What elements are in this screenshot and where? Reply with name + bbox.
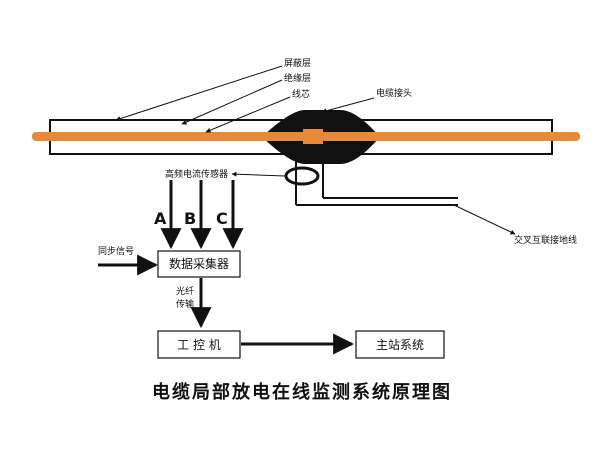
label-fiber-line1: 光纤 [176, 285, 194, 297]
data-acquisition-box [157, 250, 241, 278]
label-phase-b: B [184, 209, 196, 228]
ipc-box [157, 330, 241, 359]
label-conductor: 线芯 [292, 88, 310, 100]
label-cross-bonding-ground: 交叉互联接地线 [514, 234, 577, 246]
label-cable-joint: 电缆接头 [376, 87, 412, 99]
label-shield-layer: 屏蔽层 [284, 57, 311, 69]
label-fiber-line2: 传输 [176, 298, 194, 310]
leader-joint [321, 97, 375, 114]
label-hf-ct-sensor: 高频电流传感器 [165, 168, 228, 180]
label-phase-c: C [216, 209, 228, 228]
label-sync-signal: 同步信号 [98, 245, 134, 257]
hf-current-sensor-ring [284, 166, 320, 186]
label-data-acquisition: 数据采集器 [169, 256, 229, 271]
diagram-title: 电缆局部放电在线监测系统原理图 [152, 381, 452, 403]
label-phase-a: A [154, 209, 167, 228]
label-ipc: 工 控 机 [177, 338, 221, 352]
leader-insulation [181, 79, 283, 125]
leader-conductor [205, 96, 291, 133]
master-station-box [355, 330, 445, 359]
label-insulation-layer: 绝缘层 [284, 72, 311, 84]
label-master-station: 主站系统 [376, 338, 424, 352]
leader-shield [115, 65, 283, 121]
leader-cross-bonding [453, 204, 516, 235]
sensor-output-arrow [231, 171, 286, 177]
conductor-joint-sleeve [303, 129, 323, 144]
